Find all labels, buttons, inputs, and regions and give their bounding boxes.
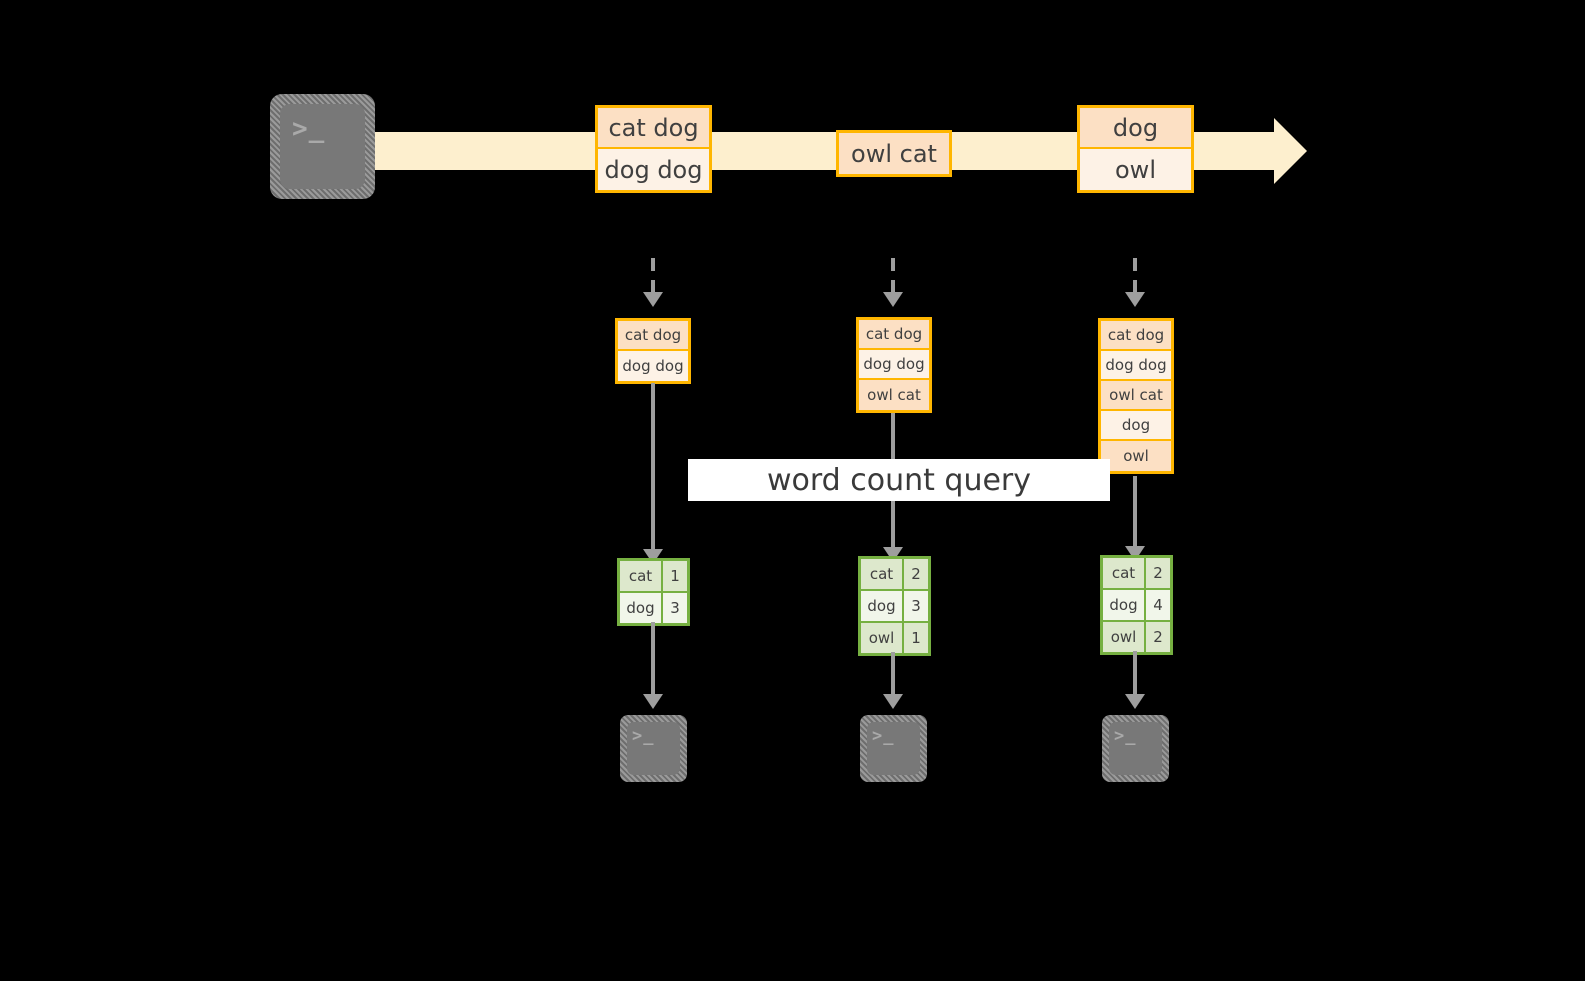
- terminal-screen: [1109, 722, 1162, 775]
- trigger-connector-3: [1133, 258, 1137, 298]
- sink-connector-2-head: [883, 694, 903, 709]
- sink-connector-1-head: [643, 694, 663, 709]
- batch-row: cat dog: [618, 321, 688, 351]
- result-count: 3: [663, 593, 687, 623]
- result-table-3: cat 2 dog 4 owl 2: [1100, 555, 1173, 655]
- trigger-connector-2: [891, 258, 895, 298]
- trigger-connector-1: [651, 258, 655, 298]
- result-count: 2: [904, 559, 928, 589]
- result-word: owl: [861, 623, 904, 653]
- trigger-connector-3-head: [1125, 292, 1145, 307]
- terminal-prompt-glyph: >_: [632, 726, 655, 746]
- batch-row: cat dog: [1101, 321, 1171, 351]
- result-row: owl 1: [861, 623, 928, 653]
- stream-event-line: owl cat: [839, 133, 949, 174]
- batch-row: cat dog: [859, 320, 929, 350]
- batch-row: dog dog: [859, 350, 929, 380]
- batch-table-2: cat dog dog dog owl cat: [856, 317, 932, 413]
- result-row: dog 3: [861, 591, 928, 623]
- batch-row: dog dog: [618, 351, 688, 381]
- result-table-1: cat 1 dog 3: [617, 558, 690, 626]
- query-connector-3: [1133, 476, 1137, 554]
- result-count: 4: [1146, 590, 1170, 620]
- sink-connector-3-head: [1125, 694, 1145, 709]
- result-word: cat: [620, 561, 663, 591]
- sink-connector-1: [651, 622, 655, 697]
- result-row: dog 3: [620, 593, 687, 623]
- batch-row: dog: [1101, 411, 1171, 441]
- terminal-prompt-glyph: >_: [292, 114, 326, 144]
- result-word: owl: [1103, 622, 1146, 652]
- stream-event-line: owl: [1080, 149, 1191, 190]
- stream-event-group-2: owl cat: [836, 130, 952, 177]
- source-terminal-icon: >_: [270, 94, 375, 199]
- result-count: 3: [904, 591, 928, 621]
- terminal-prompt-glyph: >_: [1114, 726, 1137, 746]
- stream-event-line: cat dog: [598, 108, 709, 149]
- query-label-box: word count query: [688, 459, 1110, 501]
- terminal-screen: [280, 104, 365, 189]
- stream-event-line: dog dog: [598, 149, 709, 190]
- result-word: cat: [1103, 558, 1146, 588]
- result-row: cat 2: [861, 559, 928, 591]
- result-word: dog: [620, 593, 663, 623]
- stream-event-group-1: cat dog dog dog: [595, 105, 712, 193]
- batch-row: owl cat: [859, 380, 929, 410]
- result-count: 1: [904, 623, 928, 653]
- result-row: cat 2: [1103, 558, 1170, 590]
- sink-connector-2: [891, 652, 895, 697]
- batch-row: owl: [1101, 441, 1171, 471]
- stream-event-line: dog: [1080, 108, 1191, 149]
- result-word: cat: [861, 559, 904, 589]
- sink-connector-3: [1133, 651, 1137, 697]
- result-row: cat 1: [620, 561, 687, 593]
- result-count: 1: [663, 561, 687, 591]
- batch-table-1: cat dog dog dog: [615, 318, 691, 384]
- result-row: owl 2: [1103, 622, 1170, 652]
- terminal-screen: [867, 722, 920, 775]
- stream-event-group-3: dog owl: [1077, 105, 1194, 193]
- terminal-prompt-glyph: >_: [872, 726, 895, 746]
- batch-row: dog dog: [1101, 351, 1171, 381]
- trigger-connector-1-head: [643, 292, 663, 307]
- stream-arrow-head: [1274, 118, 1307, 184]
- result-row: dog 4: [1103, 590, 1170, 622]
- result-count: 2: [1146, 622, 1170, 652]
- batch-table-3: cat dog dog dog owl cat dog owl: [1098, 318, 1174, 474]
- terminal-screen: [627, 722, 680, 775]
- sink-terminal-icon-1: >_: [620, 715, 687, 782]
- query-label-text: word count query: [766, 462, 1032, 498]
- result-word: dog: [1103, 590, 1146, 620]
- result-word: dog: [861, 591, 904, 621]
- sink-terminal-icon-3: >_: [1102, 715, 1169, 782]
- sink-terminal-icon-2: >_: [860, 715, 927, 782]
- result-table-2: cat 2 dog 3 owl 1: [858, 556, 931, 656]
- batch-row: owl cat: [1101, 381, 1171, 411]
- trigger-connector-2-head: [883, 292, 903, 307]
- query-connector-1: [651, 383, 655, 555]
- result-count: 2: [1146, 558, 1170, 588]
